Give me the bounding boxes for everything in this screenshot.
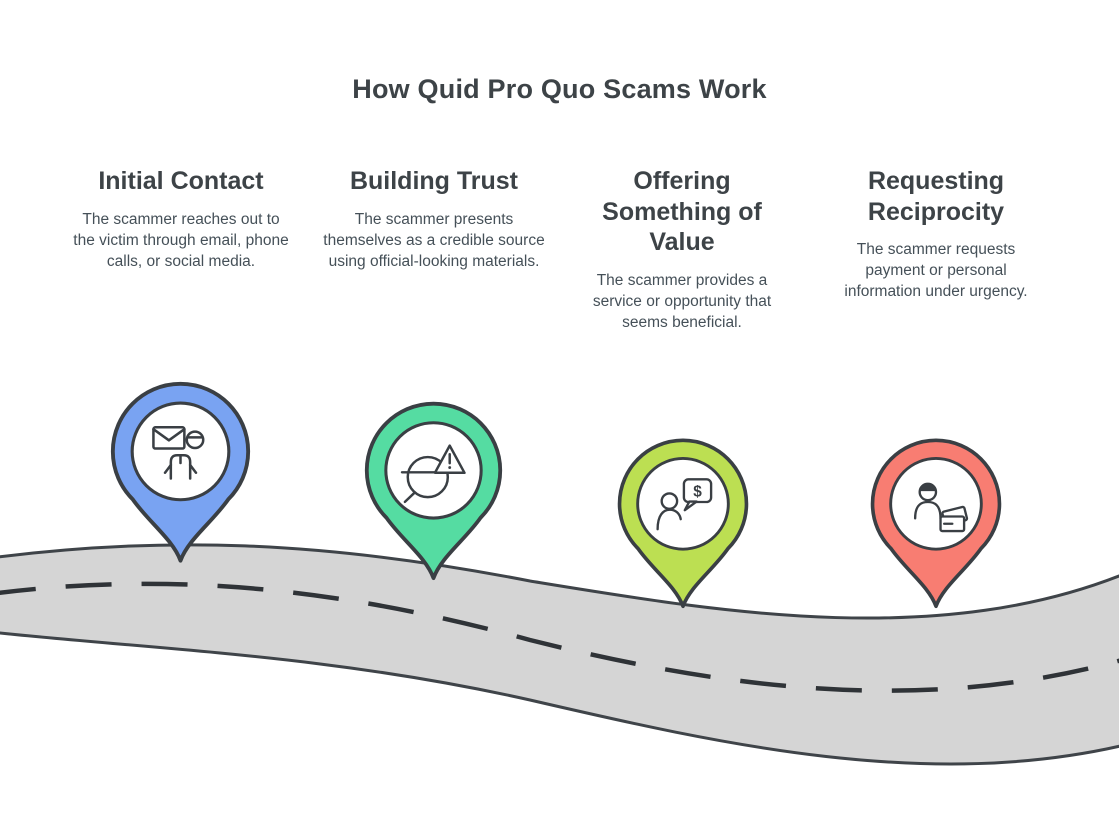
- road-surface: [0, 543, 1119, 766]
- person-hair: [919, 483, 936, 492]
- step-requesting-reciprocity: Requesting Reciprocity The scammer reque…: [816, 166, 1056, 303]
- heading-offering-value: Offering Something of Value: [602, 167, 762, 256]
- step-initial-contact: Initial Contact The scammer reaches out …: [61, 166, 301, 272]
- step-building-trust: Building Trust The scammer presents them…: [314, 166, 554, 272]
- road-center-line: [0, 581, 1119, 693]
- heading-initial-contact: Initial Contact: [98, 167, 264, 195]
- person-arms: [163, 454, 198, 474]
- person-head: [185, 430, 205, 450]
- heading-requesting-reciprocity: Requesting Reciprocity: [867, 167, 1005, 226]
- envelope-shape: [152, 426, 186, 450]
- person-torso: [913, 500, 942, 520]
- speech-bubble-tail: [683, 500, 698, 512]
- email-person-icon: [152, 426, 205, 480]
- pin-offering-value: $: [617, 438, 749, 609]
- pin-requesting-reciprocity: [870, 438, 1002, 609]
- pin-inner-circle: [636, 457, 730, 551]
- description-building-trust: The scammer presents themselves as a cre…: [323, 210, 545, 270]
- warning-dot: [448, 466, 452, 469]
- pin-inner-circle: [130, 401, 231, 502]
- lens-circle: [406, 455, 450, 499]
- description-initial-contact: The scammer reaches out to the victim th…: [73, 210, 289, 270]
- offer-chat-icon: $: [656, 478, 713, 531]
- credibility-warning-icon: [400, 444, 466, 504]
- pin-inner-circle: [384, 421, 483, 520]
- envelope-flap: [152, 427, 186, 442]
- page-title: How Quid Pro Quo Scams Work: [352, 74, 767, 104]
- heading-building-trust: Building Trust: [349, 167, 519, 195]
- lens-handle: [403, 491, 416, 504]
- dollar-symbol: $: [693, 484, 702, 501]
- pin-initial-contact: [110, 381, 251, 563]
- person-shoulders: [656, 508, 682, 531]
- pin-building-trust: [364, 401, 503, 581]
- payment-request-icon: [913, 482, 969, 533]
- description-requesting-reciprocity: The scammer requests payment or personal…: [844, 241, 1028, 301]
- description-offering-value: The scammer provides a service or opport…: [592, 271, 772, 331]
- step-offering-value: Offering Something of Value The scammer …: [562, 166, 802, 333]
